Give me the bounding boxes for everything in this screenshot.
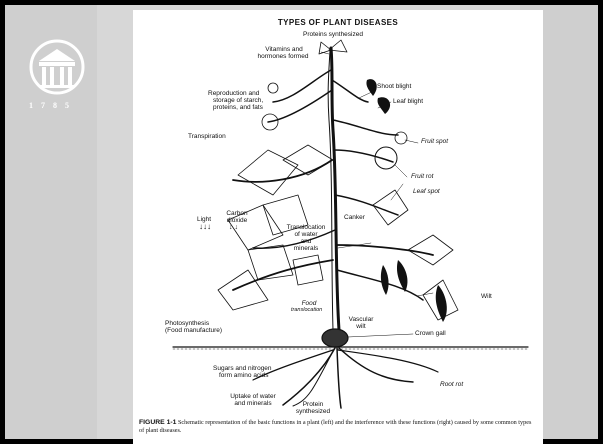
label-translocation-1: Translocation (281, 224, 331, 231)
plant-diagram (133, 10, 543, 444)
label-transpiration: Transpiration (188, 133, 226, 140)
label-reproduction-3: proteins, and fats (213, 104, 263, 111)
label-vitamins-1: Vitamins and (253, 46, 315, 53)
label-uptake-1: Uptake of water (223, 393, 283, 400)
label-vitamins-2: hormones formed (243, 53, 323, 60)
label-crown-gall: Crown gall (415, 330, 446, 337)
label-food-1: Food (291, 300, 327, 307)
label-vascular-2: wilt (341, 323, 381, 330)
label-translocation-2: of water (281, 231, 331, 238)
label-proteins-synthesized: Proteins synthesized (303, 31, 363, 38)
label-fruit-spot: Fruit spot (421, 138, 448, 145)
label-vascular-1: Vascular (341, 316, 381, 323)
label-leaf-blight: Leaf blight (393, 98, 423, 105)
label-leaf-spot: Leaf spot (413, 188, 440, 195)
label-fruit-rot: Fruit rot (411, 173, 433, 180)
logo-year: 1 7 8 5 (29, 101, 89, 110)
label-translocation-4: minerals (281, 245, 331, 252)
caption-text: Schematic representation of the basic fu… (139, 419, 531, 434)
label-carbon-1: Carbon (219, 210, 255, 217)
label-sugars-1: Sugars and nitrogen (213, 365, 272, 372)
label-protein-bottom-2: synthesized (289, 408, 337, 415)
carbon-arrows: ↓ ↓ (229, 224, 238, 231)
label-sugars-2: form amino acids (219, 372, 269, 379)
label-shoot-blight: Shoot blight (377, 83, 411, 90)
label-photosynthesis-1: Photosynthesis (165, 320, 209, 327)
label-photosynthesis-2: (Food manufacture) (165, 327, 222, 334)
label-canker: Canker (344, 214, 365, 221)
label-carbon-2: dioxide (219, 217, 255, 224)
slide-background: 1 7 8 5 TYPES OF PLANT DISEASES (5, 5, 598, 439)
caption-label: FIGURE 1-1 (139, 419, 176, 426)
label-protein-bottom-1: Protein (289, 401, 337, 408)
label-uptake-2: and minerals (223, 400, 283, 407)
label-wilt: Wilt (481, 293, 492, 300)
label-reproduction-1: Reproduction and (208, 90, 259, 97)
label-reproduction-2: storage of starch, (213, 97, 263, 104)
figure-page: TYPES OF PLANT DISEASES (133, 10, 543, 444)
light-arrows: ↓↓↓ (199, 223, 211, 230)
figure-caption: FIGURE 1-1 Schematic representation of t… (139, 419, 537, 435)
label-food-2: translocation (291, 307, 322, 314)
label-root-rot: Root rot (440, 381, 463, 388)
label-translocation-3: and (281, 238, 331, 245)
